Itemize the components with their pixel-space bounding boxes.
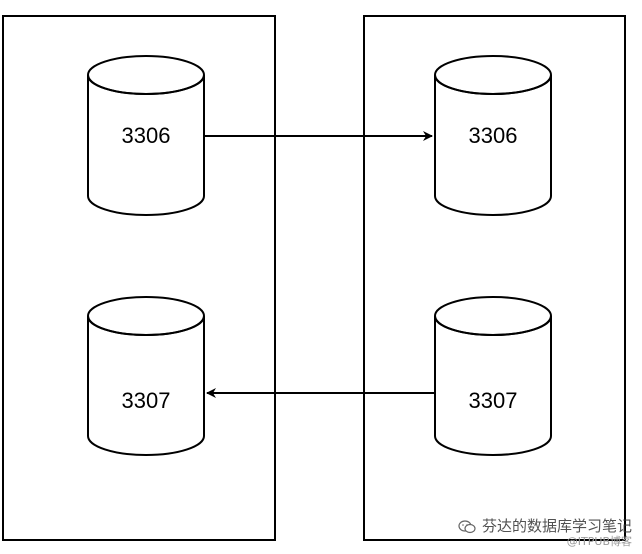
- right-db-3307-body: [434, 316, 552, 456]
- left-db-3307: 3307: [87, 296, 205, 456]
- right-db-3307-label: 3307: [469, 388, 518, 413]
- left-db-3307-label: 3307: [122, 388, 171, 413]
- right-db-3306: 3306: [434, 55, 552, 216]
- right-db-3306-label: 3306: [469, 123, 518, 148]
- left-db-3306-body: [87, 75, 205, 216]
- left-db-3307-body: [87, 316, 205, 456]
- left-db-3306: 3306: [87, 55, 205, 216]
- right-db-3306-body: [434, 75, 552, 216]
- right-db-3307: 3307: [434, 296, 552, 456]
- left-db-3306-label: 3306: [122, 123, 171, 148]
